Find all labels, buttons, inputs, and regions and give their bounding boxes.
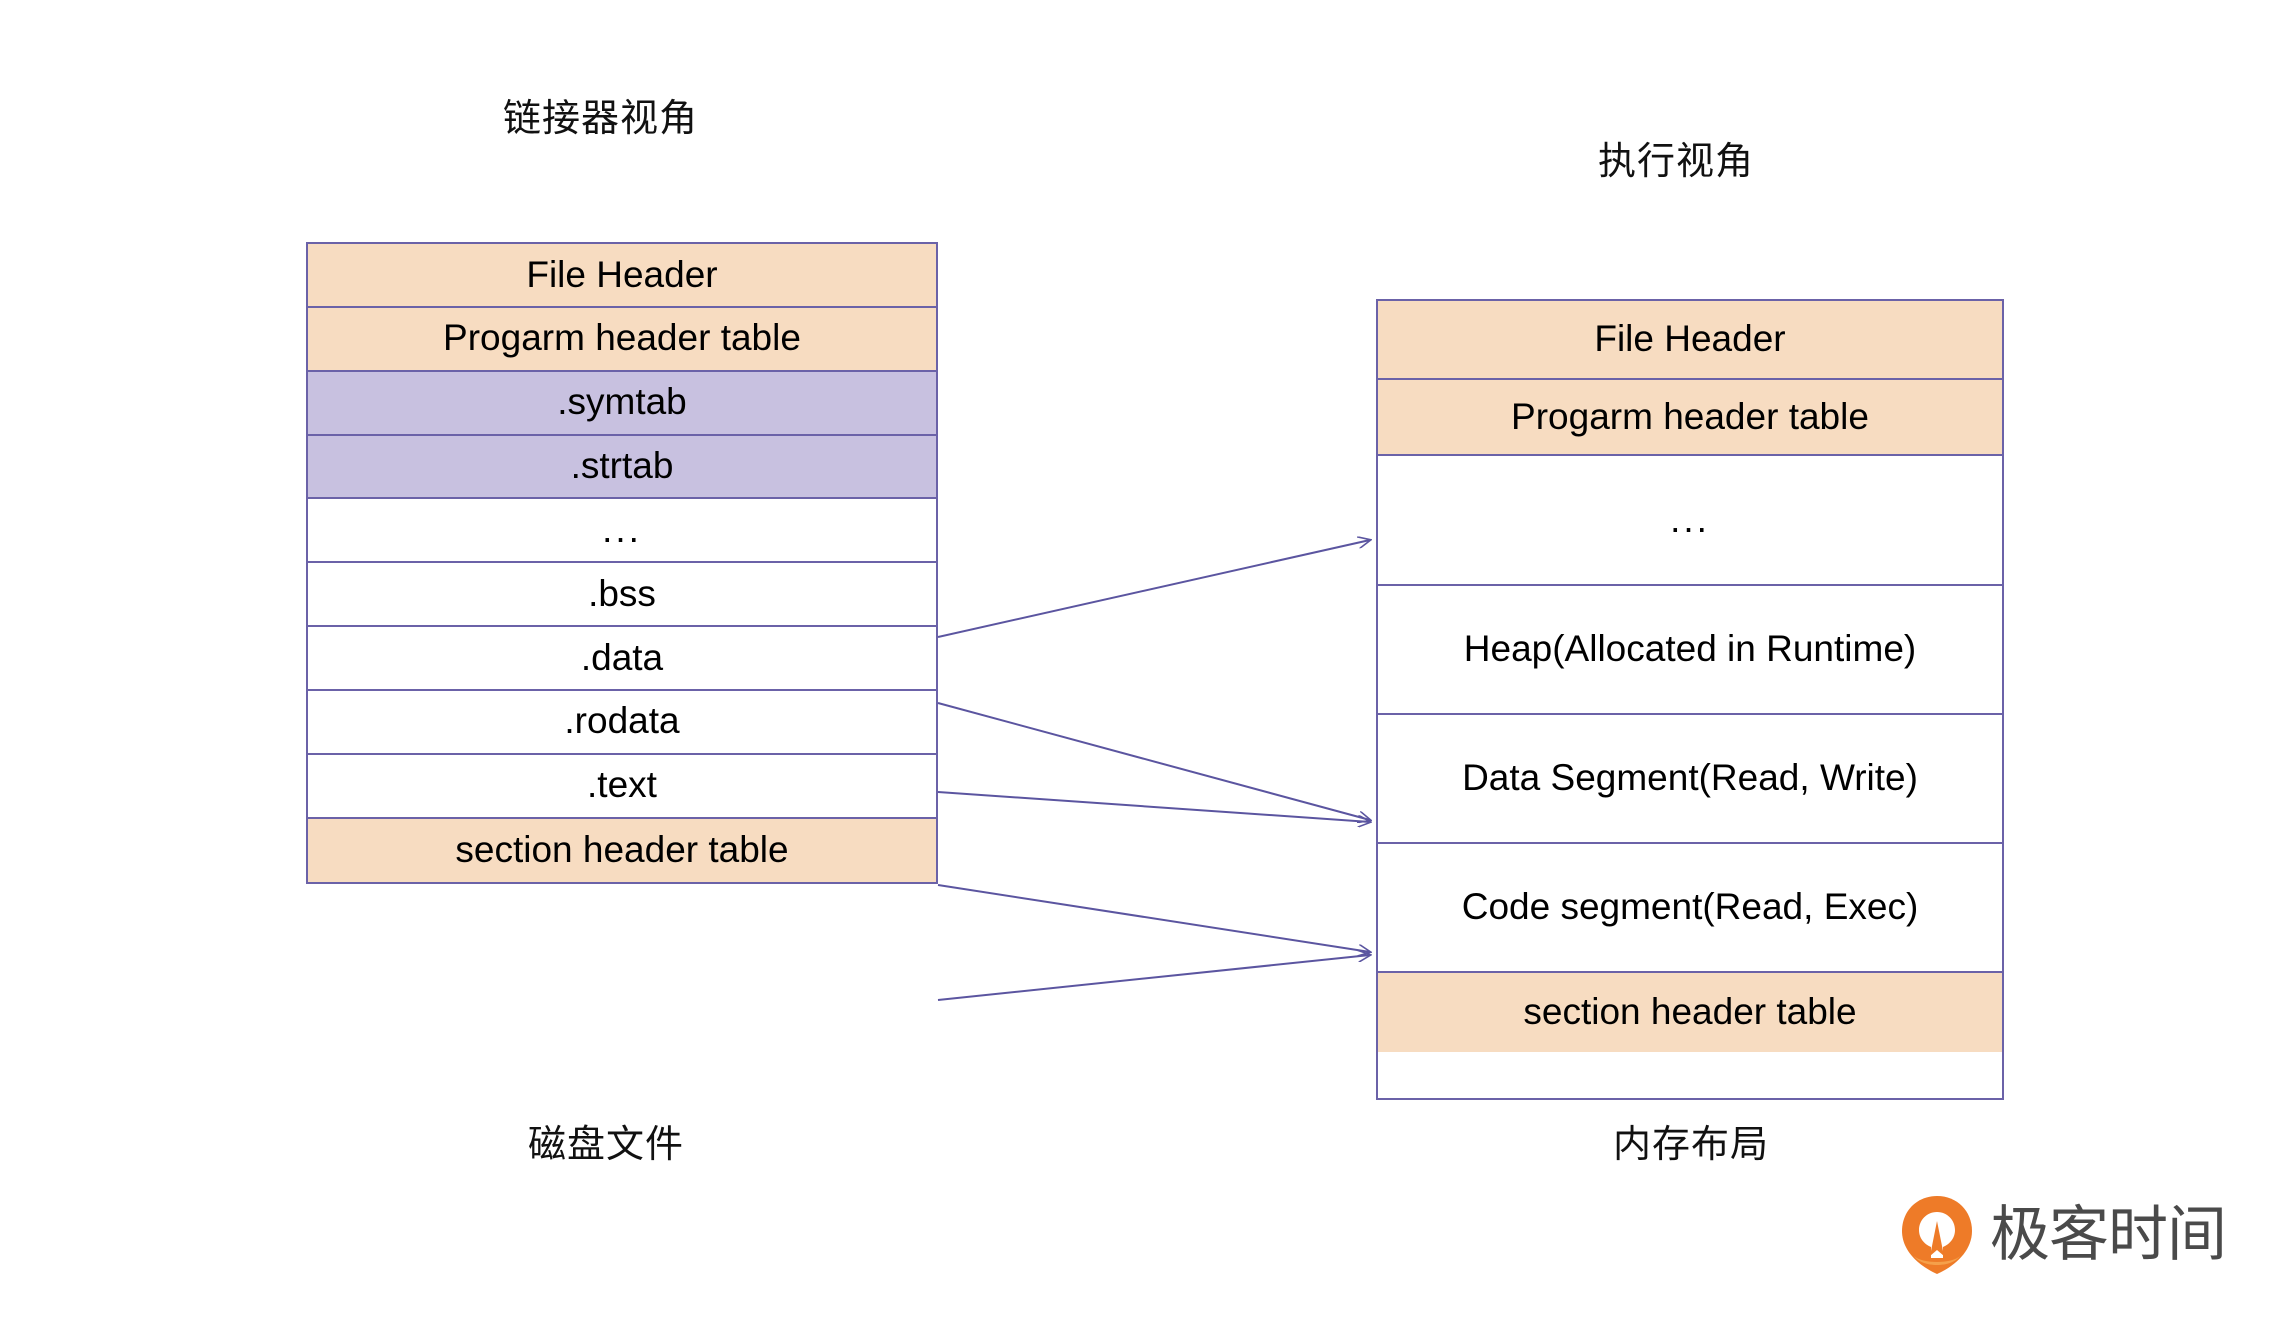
- exec-row-data-segment: Data Segment(Read, Write): [1378, 714, 2002, 844]
- brand-logo: 极客时间: [1898, 1185, 2228, 1285]
- linker-row-symtab: .symtab: [308, 371, 936, 436]
- linker-row-section-header-table: section header table: [308, 818, 936, 883]
- linker-row-program-header-table: Progarm header table: [308, 307, 936, 372]
- exec-row-file-header: File Header: [1378, 301, 2002, 380]
- exec-row-code-segment: Code segment(Read, Exec): [1378, 843, 2002, 973]
- linker-row-rodata: .rodata: [308, 690, 936, 755]
- linker-row-text: .text: [308, 754, 936, 819]
- arrow-rodata-to-code-segment: [937, 884, 1370, 952]
- disk-file-caption: 磁盘文件: [528, 1124, 685, 1166]
- exec-row-ellipsis: ...: [1378, 456, 2002, 586]
- linker-view-title: 链接器视角: [503, 98, 699, 140]
- arrow-bss-to-data-segment: [937, 702, 1370, 820]
- exec-row-program-header-table: Progarm header table: [1378, 379, 2002, 457]
- linker-row-bss: .bss: [308, 563, 936, 628]
- execution-view-title: 执行视角: [1598, 141, 1755, 183]
- linker-row-strtab: .strtab: [308, 435, 936, 500]
- arrow-text-to-code-segment: [937, 955, 1370, 1001]
- linker-row-data: .data: [308, 627, 936, 691]
- geektime-pin-icon: [1902, 1196, 1972, 1274]
- exec-row-section-header-table: section header table: [1378, 972, 2002, 1052]
- arrow-data-to-data-segment: [937, 791, 1370, 822]
- memory-layout-caption: 内存布局: [1613, 1124, 1770, 1166]
- linker-view-table: File Header Progarm header table .symtab…: [306, 242, 938, 884]
- exec-row-heap: Heap(Allocated in Runtime): [1378, 585, 2002, 715]
- linker-row-file-header: File Header: [308, 244, 936, 308]
- brand-wordmark: 极客时间: [1990, 1200, 2227, 1270]
- linker-row-ellipsis: ...: [308, 499, 936, 564]
- arrow-ellipsis-to-ellipsis: [937, 540, 1370, 638]
- execution-view-table: File Header Progarm header table ... Hea…: [1376, 299, 2004, 1100]
